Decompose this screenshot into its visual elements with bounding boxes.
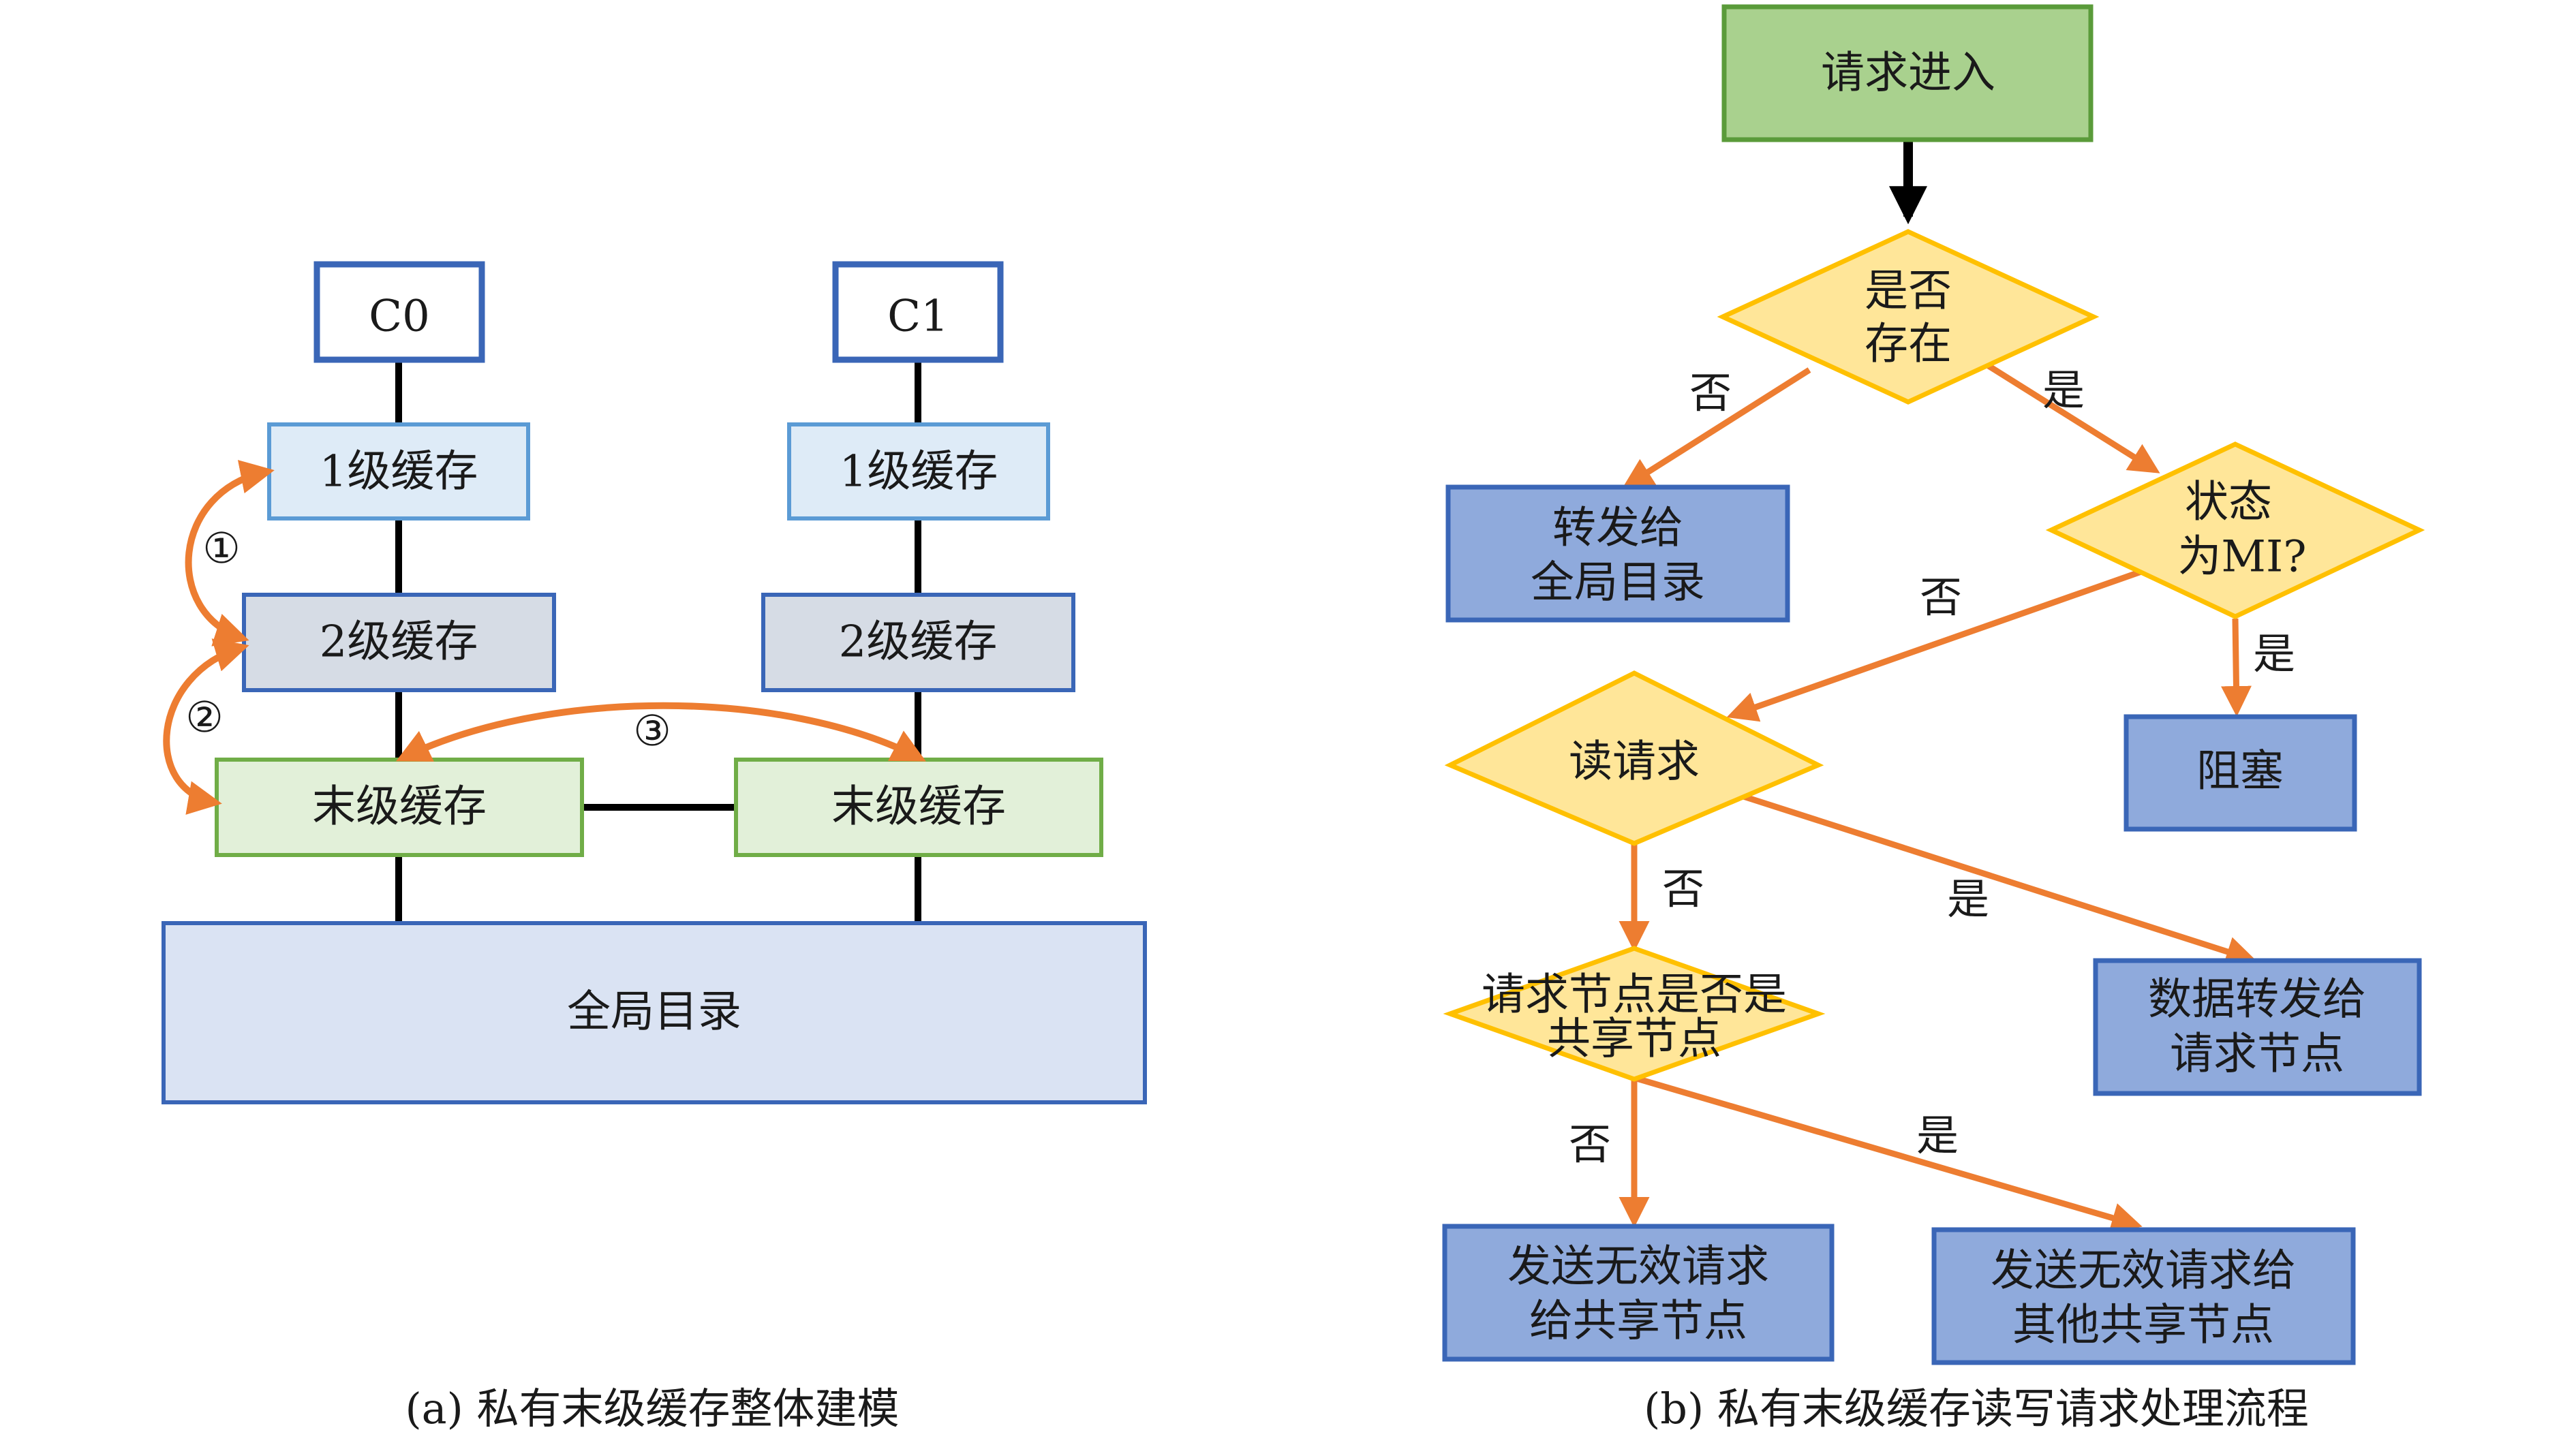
label-read-yes: 是 [1947,874,1989,924]
caption-a: (a) 私有末级缓存整体建模 [405,1384,899,1433]
label-shared-yes: 是 [1916,1110,1959,1160]
label-state-yes: 是 [2253,629,2295,679]
orange-arrows [163,460,926,815]
left-diagram: C0 C1 1级缓存 1级缓存 2级缓存 2级缓存 末级缓存 [162,261,1147,1433]
llc-c1-label: 末级缓存 [831,782,1006,833]
action-inv-sharers: 发送无效请求 给共享节点 [1442,1224,1835,1362]
action-data-forward-line1: 数据转发给 [2148,975,2366,1025]
core-c1: C1 [832,261,1004,363]
l1-cache-c1-label: 1级缓存 [840,447,998,497]
action-data-forward: 数据转发给 请求节点 [2093,958,2422,1096]
right-diagram: 请求进入 是否 存在 转发给 全局目录 状态 为MI? 阻塞 读请求 [1442,4,2425,1433]
global-directory: 全局目录 [162,921,1147,1104]
l2-cache-c1-label: 2级缓存 [839,617,998,668]
action-inv-others: 发送无效请求给 其他共享节点 [1931,1227,2356,1365]
arrow-read-yes [1740,792,2257,967]
caption-b: (b) 私有末级缓存读写请求处理流程 [1644,1384,2309,1433]
label-state-no: 否 [1920,572,1962,622]
flow-arrows [1619,140,2257,1233]
action-forward-line2: 全局目录 [1531,558,1705,608]
decision-state-line1: 状态 [2185,478,2272,528]
start-label: 请求进入 [1821,48,1995,99]
action-inv-others-line1: 发送无效请求给 [1991,1246,2296,1296]
decision-read-label: 读请求 [1569,737,1700,788]
action-data-forward-line2: 请求节点 [2170,1029,2344,1080]
arrow-2-l2-llc [163,638,249,815]
arrow-exists-no [1622,367,1811,488]
llc-c0-label: 末级缓存 [312,782,487,833]
marker-2: ② [185,692,224,742]
arrow-1-l1-l2 [185,460,275,647]
label-shared-no: 否 [1569,1119,1611,1169]
label-exists-yes: 是 [2042,365,2085,415]
label-exists-no: 否 [1689,368,1732,418]
arrow-shared-yes [1633,1074,2143,1233]
decision-exists-line1: 是否 [1865,266,1952,317]
core-c0-label: C0 [369,292,430,342]
global-directory-label: 全局目录 [567,987,741,1038]
decision-state-line2: 为MI? [2177,532,2306,582]
l2-cache-c0: 2级缓存 [242,593,556,692]
l2-cache-c0-label: 2级缓存 [320,617,478,668]
action-inv-sharers-line1: 发送无效请求 [1507,1242,1769,1292]
l1-cache-c1: 1级缓存 [787,422,1050,520]
action-forward-directory: 转发给 全局目录 [1445,484,1790,623]
l1-cache-c0-label: 1级缓存 [320,447,478,497]
start-node: 请求进入 [1721,4,2094,142]
decision-shared-line1: 请求节点是否是 [1482,970,1787,1021]
decision-state: 状态 为MI? [2045,441,2425,619]
marker-1: ① [202,523,241,573]
decision-shared-line2: 共享节点 [1547,1014,1721,1065]
decision-shared: 请求节点是否是 共享节点 [1443,946,1826,1082]
llc-c0: 末级缓存 [215,758,584,857]
l1-cache-c0: 1级缓存 [267,422,530,520]
decision-read: 读请求 [1444,670,1824,846]
arrow-state-yes [2220,618,2252,717]
arrow-state-no [1726,568,2145,722]
llc-c1: 末级缓存 [734,758,1103,857]
action-inv-sharers-line2: 给共享节点 [1529,1296,1747,1347]
l2-cache-c1: 2级缓存 [761,593,1075,692]
core-c0: C0 [313,261,485,363]
action-forward-line1: 转发给 [1552,503,1683,554]
arrow-exists-yes [1987,363,2160,473]
core-c1-label: C1 [887,292,949,342]
decision-exists: 是否 存在 [1717,229,2100,405]
action-block: 阻塞 [2123,714,2357,832]
marker-3: ③ [633,706,671,756]
action-inv-others-line2: 其他共享节点 [2012,1301,2274,1351]
label-read-no: 否 [1662,864,1704,914]
action-block-label: 阻塞 [2196,747,2284,797]
edge-labels: 否 是 否 是 否 是 否 是 [1569,365,2295,1169]
arrow-3-llc-llc [396,702,926,762]
decision-exists-line2: 存在 [1865,320,1952,370]
